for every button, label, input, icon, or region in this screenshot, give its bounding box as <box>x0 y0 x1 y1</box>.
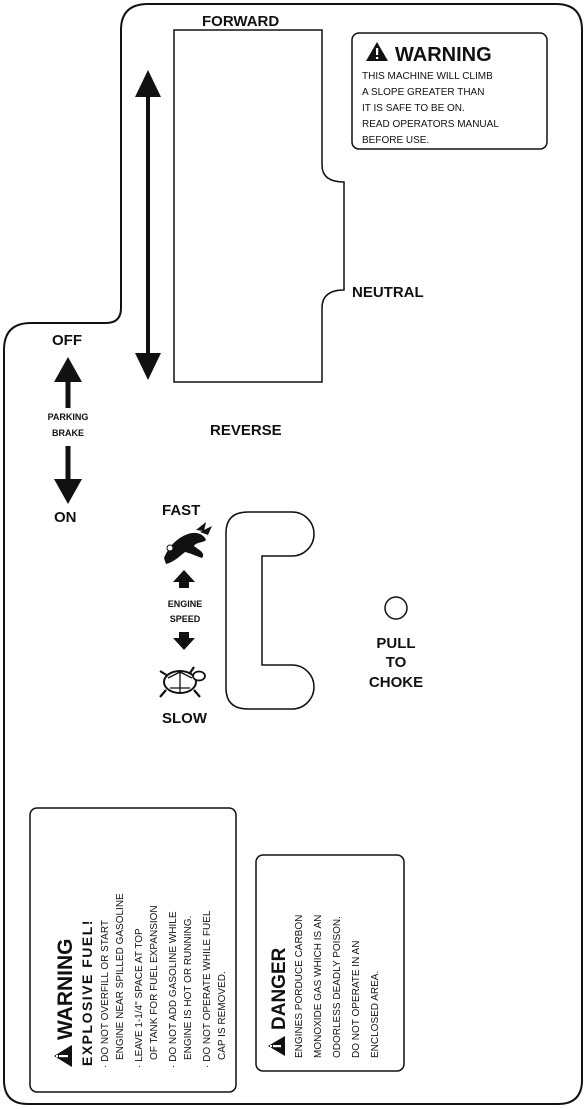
engine-speed-down-arrow-icon <box>173 632 195 650</box>
parking-brake-on-label: ON <box>54 509 77 526</box>
neutral-label: NEUTRAL <box>352 284 424 301</box>
danger-line: ENGINES PORDUCE CARBON <box>294 915 305 1058</box>
forward-label: FORWARD <box>202 13 279 30</box>
danger-line: ODORLESS DEADLY POISON. <box>332 916 343 1058</box>
parking-brake-off-label: OFF <box>52 332 82 349</box>
fuel-warning-line: · DO NOT ADD GASOLINE WHILE <box>168 911 179 1068</box>
engine-speed-fast-label: FAST <box>162 502 200 519</box>
danger-line: MONOXIDE GAS WHICH IS AN <box>313 915 324 1058</box>
fuel-warning-title: WARNING <box>54 939 77 1041</box>
engine-speed-slow-label: SLOW <box>162 710 208 727</box>
slope-warning-icon <box>366 42 388 61</box>
slope-warning-line: READ OPERATORS MANUAL <box>362 119 499 130</box>
fuel-warning-line: OF TANK FOR FUEL EXPANSION <box>149 905 160 1060</box>
panel-outline <box>3 3 583 1105</box>
danger-box <box>255 854 405 1072</box>
fuel-warning-line: ENGINE IS HOT OR RUNNING. <box>183 916 194 1060</box>
engine-speed-label: SPEED <box>170 614 201 624</box>
turtle-icon <box>159 666 206 698</box>
danger-line: ENCLOSED AREA. <box>370 971 381 1058</box>
parking-brake-label: BRAKE <box>52 428 84 438</box>
slope-warning-title: WARNING <box>395 44 492 66</box>
fuel-warning-icon <box>54 1045 72 1067</box>
fuel-warning-subtitle: EXPLOSIVE FUEL! <box>79 919 95 1066</box>
fuel-warning-line: CAP IS REMOVED. <box>217 971 228 1060</box>
danger-title: DANGER <box>269 947 290 1030</box>
parking-brake-label: PARKING <box>48 412 89 422</box>
danger-line: DO NOT OPERATE IN AN <box>351 941 362 1058</box>
fuel-warning-line: ENGINE NEAR SPILLED GASOLINE <box>115 893 126 1060</box>
parking-brake-up-arrow-icon <box>54 357 82 408</box>
slope-warning-line: BEFORE USE. <box>362 135 429 146</box>
rabbit-icon <box>164 522 212 564</box>
choke-knob[interactable] <box>384 596 408 620</box>
engine-speed-up-arrow-icon <box>173 570 195 588</box>
slope-warning-line: IT IS SAFE TO BE ON. <box>362 103 465 114</box>
fuel-warning-line: · LEAVE 1-1/4" SPACE AT TOP <box>134 928 145 1068</box>
reverse-label: REVERSE <box>210 422 282 439</box>
shift-gate-slot[interactable] <box>173 29 345 383</box>
slope-warning-box <box>351 32 548 150</box>
choke-label: TO <box>386 654 407 671</box>
engine-speed-label: ENGINE <box>168 599 203 609</box>
fuel-warning-box <box>29 807 237 1093</box>
choke-label: PULL <box>376 635 415 652</box>
parking-brake-down-arrow-icon <box>54 446 82 504</box>
fuel-warning-line: · DO NOT OPERATE WHILE FUEL <box>202 910 213 1068</box>
slope-warning-line: A SLOPE GREATER THAN <box>362 87 484 98</box>
shift-double-arrow-icon <box>135 70 161 380</box>
danger-icon <box>268 1036 285 1056</box>
choke-label: CHOKE <box>369 674 423 691</box>
fuel-warning-line: · DO NOT OVERFILL OR START <box>100 920 111 1068</box>
slope-warning-line: THIS MACHINE WILL CLIMB <box>362 71 493 82</box>
throttle-slot[interactable] <box>225 511 315 710</box>
